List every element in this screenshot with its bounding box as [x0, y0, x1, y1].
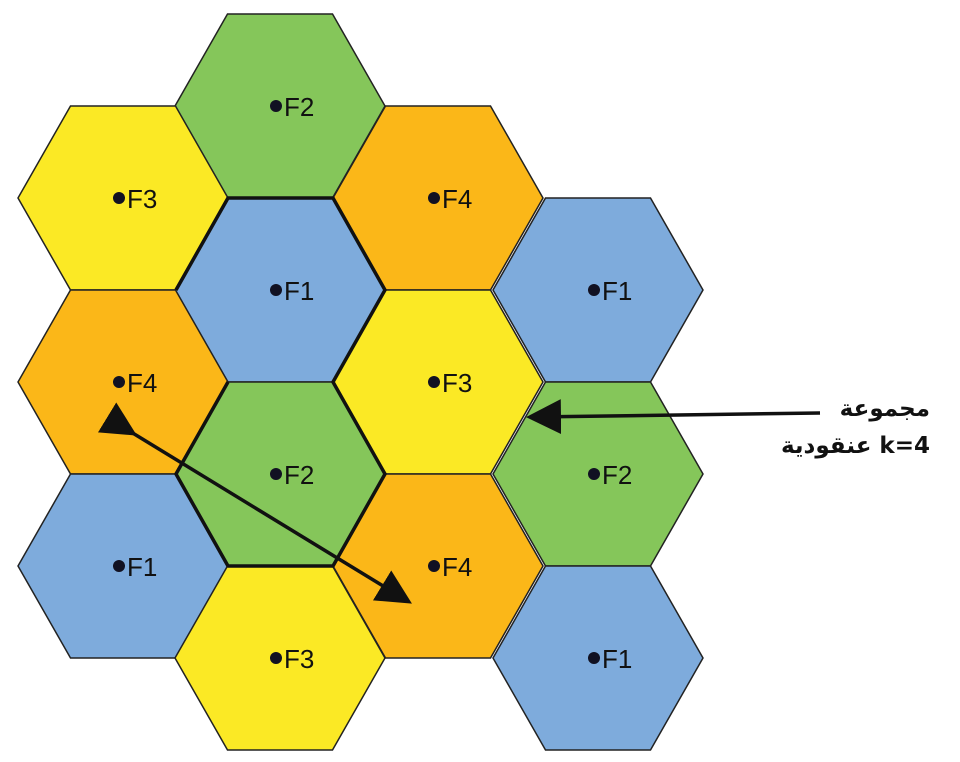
cluster-pointer-arrow: [526, 399, 821, 435]
cell-label: F2: [284, 460, 314, 490]
cell-center-dot: [588, 284, 600, 296]
cell-center-dot: [428, 376, 440, 388]
cell-center-dot: [588, 468, 600, 480]
cell-label: F1: [602, 276, 632, 306]
cell-label: F2: [284, 92, 314, 122]
cell-center-dot: [588, 652, 600, 664]
cell-label: F1: [602, 644, 632, 674]
cell-label: F4: [127, 368, 157, 398]
cell-center-dot: [270, 468, 282, 480]
reuse-distance-arrow: [97, 402, 412, 604]
cell-label: F1: [127, 552, 157, 582]
cell-center-dot: [428, 192, 440, 204]
hex-cell: F4: [332, 105, 544, 291]
cell-center-dot: [113, 192, 125, 204]
hex-cell: F1: [492, 565, 704, 751]
cell-center-dot: [113, 376, 125, 388]
hex-cell: F1: [492, 197, 704, 383]
cell-label: F3: [442, 368, 472, 398]
hex-cell: F3: [17, 105, 229, 291]
cell-label: F4: [442, 184, 472, 214]
cell-label: F2: [602, 460, 632, 490]
cell-center-dot: [270, 652, 282, 664]
cell-center-dot: [270, 284, 282, 296]
hex-cell: F3: [174, 565, 386, 751]
cell-label: F4: [442, 552, 472, 582]
cluster-label-line1: مجموعة: [840, 396, 930, 422]
cell-center-dot: [270, 100, 282, 112]
cell-center-dot: [113, 560, 125, 572]
cell-center-dot: [428, 560, 440, 572]
cell-label: F3: [284, 644, 314, 674]
cell-label: F1: [284, 276, 314, 306]
cluster-label-line2: عنقودية k=4: [781, 433, 930, 459]
cell-label: F3: [127, 184, 157, 214]
